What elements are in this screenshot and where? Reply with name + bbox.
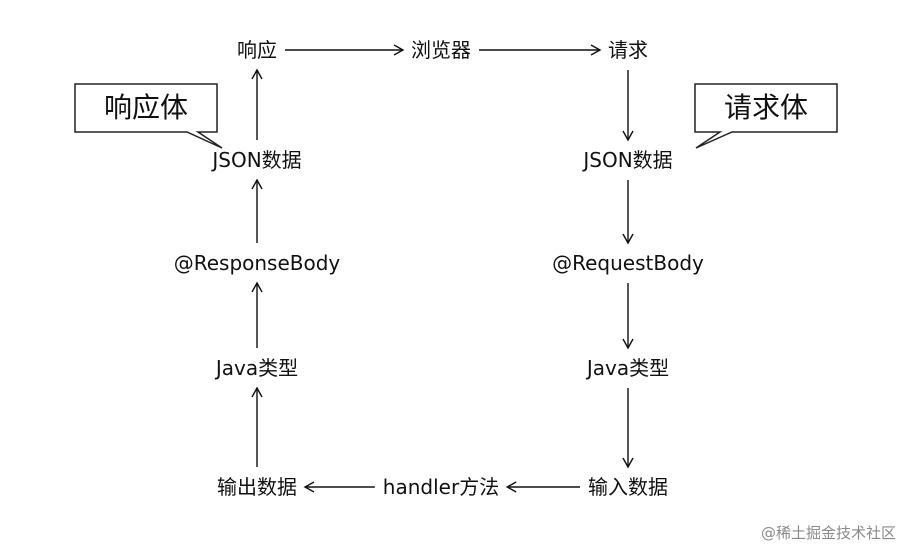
node-input-data: 输入数据 — [588, 475, 668, 499]
node-request-body: @RequestBody — [552, 251, 704, 275]
node-json-right: JSON数据 — [583, 148, 673, 172]
callout-response-body — [74, 83, 223, 149]
callout-request-body-label: 请求体 — [723, 91, 809, 124]
node-browser: 浏览器 — [411, 38, 471, 62]
node-json-left: JSON数据 — [212, 148, 302, 172]
node-request: 请求 — [608, 38, 648, 62]
node-output-data: 输出数据 — [217, 475, 297, 499]
node-handler-method: handler方法 — [382, 475, 500, 499]
node-response-body: @ResponseBody — [173, 251, 341, 275]
node-java-type-left: Java类型 — [215, 356, 299, 380]
node-response: 响应 — [237, 38, 277, 62]
node-java-type-right: Java类型 — [586, 356, 670, 380]
callout-request-body — [694, 83, 838, 149]
watermark: @稀土掘金技术社区 — [760, 524, 896, 542]
callout-response-body-label: 响应体 — [103, 91, 189, 124]
